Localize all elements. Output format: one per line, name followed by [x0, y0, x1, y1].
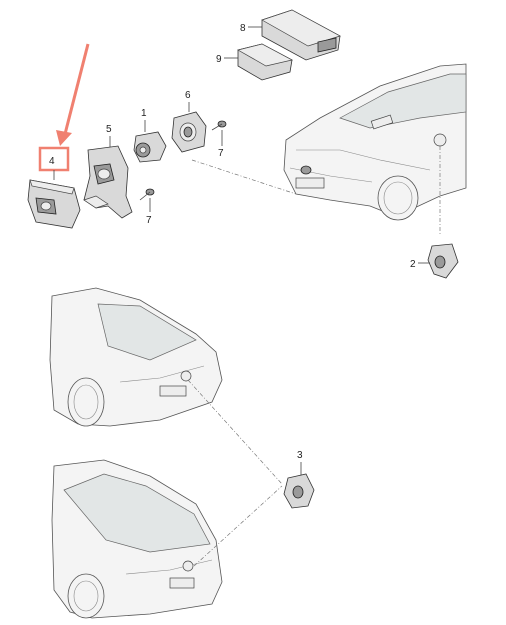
callout-7-lower: 7	[146, 215, 152, 226]
part-8-control-unit	[261, 9, 341, 61]
callout-8: 8	[240, 23, 246, 34]
part-7-bolt-lower	[139, 188, 155, 201]
part-9-module	[237, 43, 293, 81]
car-estate-rear-view	[51, 459, 223, 619]
part-1-rear-view-camera	[133, 131, 167, 163]
callout-5: 5	[106, 124, 112, 135]
callout-1: 1	[141, 108, 147, 119]
callout-3: 3	[297, 450, 303, 461]
callout-6: 6	[185, 90, 191, 101]
callout-4: 4	[49, 156, 55, 167]
car-sedan-rear-view	[49, 287, 223, 427]
part-4-camera-housing	[27, 179, 81, 229]
part-2-front-camera	[427, 243, 459, 279]
part-6-camera-holder	[171, 111, 207, 153]
part-7-bolt-upper	[211, 120, 227, 131]
callout-2: 2	[410, 259, 416, 270]
callout-9: 9	[216, 54, 222, 65]
part-3-rear-sensor	[283, 473, 315, 509]
callout-7-upper: 7	[218, 148, 224, 159]
car-front-view	[283, 63, 467, 221]
highlight-arrow	[56, 43, 90, 146]
part-5-mounting-bracket	[83, 145, 133, 219]
